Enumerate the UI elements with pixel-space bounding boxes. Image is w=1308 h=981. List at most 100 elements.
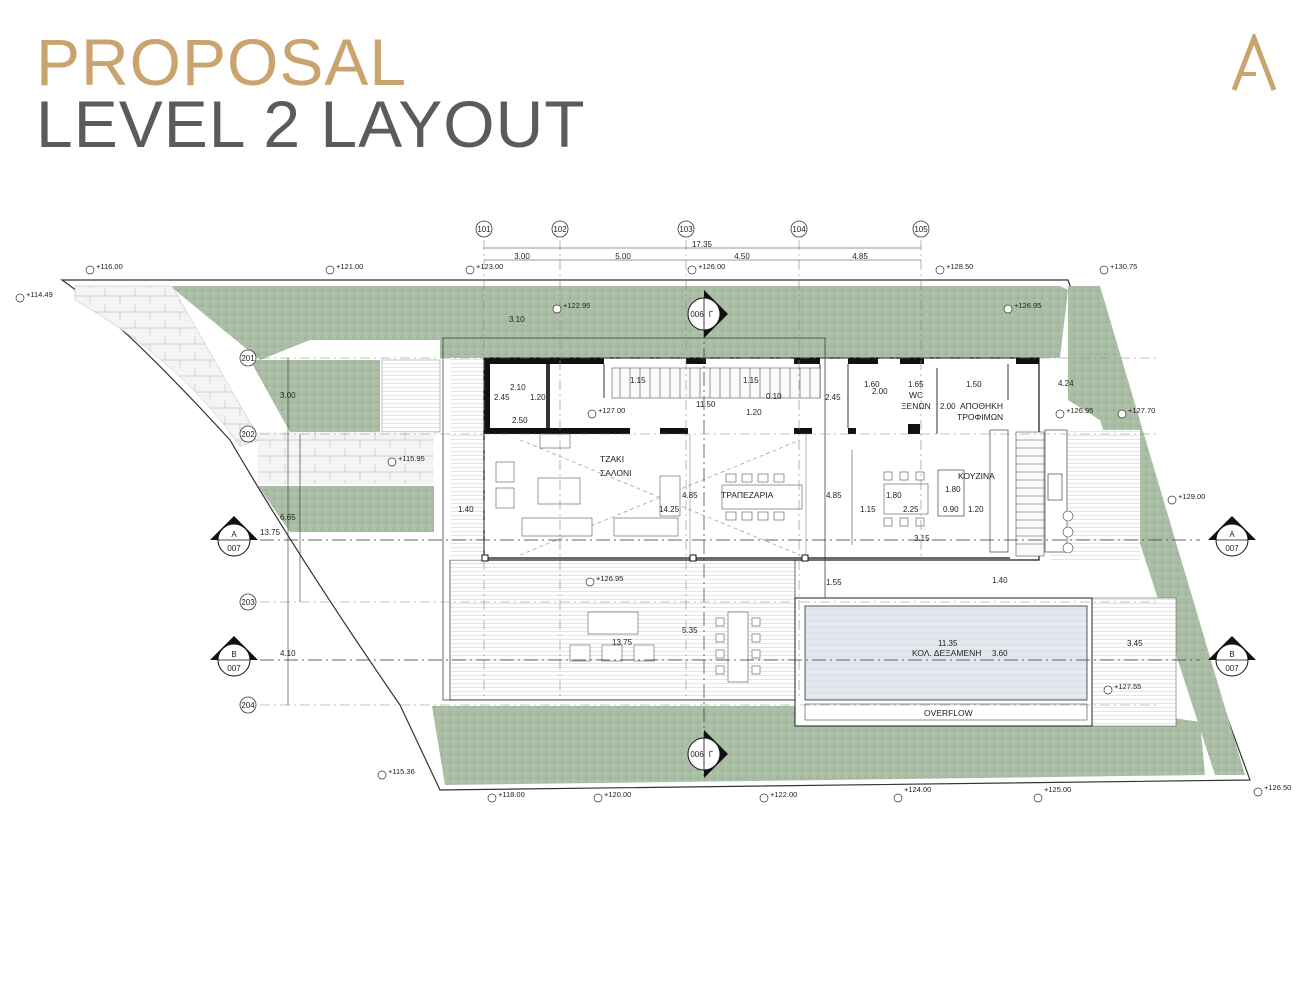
dim-ai: 5.35 [682,626,698,635]
grid-col-104: 104 [792,225,806,234]
room-wc: WC [909,390,923,400]
room-storage: ΑΠΟΘΗΚΗ [960,401,1003,411]
dim-v: 4.24 [1058,379,1074,388]
dim-ac: 2.25 [903,505,919,514]
dim-q: 1.60 [864,380,880,389]
terrace-furniture [569,611,761,683]
dim-j: 2.50 [512,416,528,425]
section-marker-g-bottom: Γ 006 [687,730,728,778]
level-123: +123.00 [476,262,503,271]
dim-aj: 13.75 [612,638,633,647]
grid-col-102: 102 [553,225,567,234]
dim-t: 1.50 [966,380,982,389]
level-markers [15,265,1263,803]
landscape-left-1 [250,360,380,432]
dim-s: 1.65 [908,380,924,389]
stair-left [381,359,441,433]
stone-paving [74,285,261,447]
dim-k: 1.15 [630,376,646,385]
dim-i: 1.20 [530,393,546,402]
dim-w: 4.85 [682,491,698,500]
section-marker-b-right: B 007 [1208,636,1256,677]
dim-u: 2.00 [940,402,956,411]
dim-aa: 1.80 [945,485,961,494]
dim-r: 2.00 [872,387,888,396]
level-116: +116.00 [96,262,123,271]
level-122-95: +122.95 [563,301,590,310]
section-marker-a-right: A 007 [1208,516,1256,557]
section-b-ref-right: 007 [1225,664,1239,673]
level-120: +120.00 [604,790,631,799]
section-b-letter-left: B [231,650,236,659]
grid-row-201: 201 [241,354,255,363]
grid-row-202: 202 [241,430,255,439]
grid-col-103: 103 [679,225,693,234]
room-guest: ΞΕΝΩΝ [901,401,931,411]
main-staircase [611,367,821,399]
section-g-ref-top: 006 [690,310,704,319]
level-127-70: +127.70 [1128,406,1155,415]
pool-water [804,605,1088,701]
level-128-50: +128.50 [946,262,973,271]
level-129: +129.00 [1178,492,1205,501]
kitchen-stair [1015,431,1045,557]
pool-overflow-label: OVERFLOW [924,708,973,718]
section-marker-b-left: B 007 [210,636,258,677]
section-marker-a-left: A 007 [210,516,258,557]
dim-ag: 1.55 [826,578,842,587]
pool-overflow-channel [804,703,1088,721]
section-b-ref-left: 007 [227,664,241,673]
grid-col-101: 101 [477,225,491,234]
dim-total-width: 17.35 [692,240,713,249]
section-g-letter-bottom: Γ [709,750,714,759]
dim-top-2: 5.00 [615,252,631,261]
dim-x: 14.25 [659,505,680,514]
level-118: +118.00 [498,790,525,799]
dim-l: 1.15 [743,376,759,385]
section-b-letter-right: B [1229,650,1234,659]
living-furniture [495,433,681,537]
dim-af: 3.15 [914,534,930,543]
room-dining: ΤΡΑΠΕΖΑΡΙΑ [721,490,774,500]
section-marker-g-top: Γ 006 [687,290,728,338]
dim-left-1: 3.00 [280,391,296,400]
level-126-95-east: +126.95 [1066,406,1093,415]
grid-bubbles-rows [239,349,257,714]
dim-top-1: 3.00 [514,252,530,261]
landscape-top [170,286,1068,360]
grid-col-105: 105 [914,225,928,234]
level-126-95-top: +126.95 [1014,301,1041,310]
room-kitchen: ΚΟΥΖΙΝΑ [958,471,995,481]
dim-a: 3.10 [509,315,525,324]
room-fireplace: ΤΖΑΚΙ [600,454,624,464]
level-121: +121.00 [336,262,363,271]
level-126: +126.00 [698,262,725,271]
section-g-letter-top: Γ [709,310,714,319]
level-115-36: +115.36 [388,767,415,776]
level-130-75: +130.75 [1110,262,1137,271]
terrace-outline [442,337,826,701]
level-126-95-terrace: +126.95 [596,574,623,583]
level-125: +125.00 [1044,785,1071,794]
section-g-ref-bottom: 006 [690,750,704,759]
brand-logo-icon [1231,34,1277,91]
dim-o: 1.20 [746,408,762,417]
terrace-strip [258,432,434,484]
dim-ad: 0.90 [943,505,959,514]
room-pool: ΚΟΛ. ΔΕΞΑΜΕΝΗ [912,648,981,658]
level-127: +127.00 [598,406,625,415]
level-124: +124.00 [904,785,931,794]
dim-f: 1.40 [458,505,474,514]
level-126-50: +126.50 [1264,783,1291,792]
title-proposal: PROPOSAL [36,25,408,99]
dim-m: 0.10 [766,392,782,401]
room-living: ΣΑΛΟΝΙ [600,468,632,478]
kitchen-table [883,471,929,527]
terrace-right-deck [1091,597,1177,727]
level-115-95: +115.95 [398,454,425,463]
level-114-49: +114.49 [26,290,53,299]
grid-bubbles-columns [475,220,930,238]
landscape-right [1068,286,1245,775]
dim-left-2: 6.65 [280,513,296,522]
